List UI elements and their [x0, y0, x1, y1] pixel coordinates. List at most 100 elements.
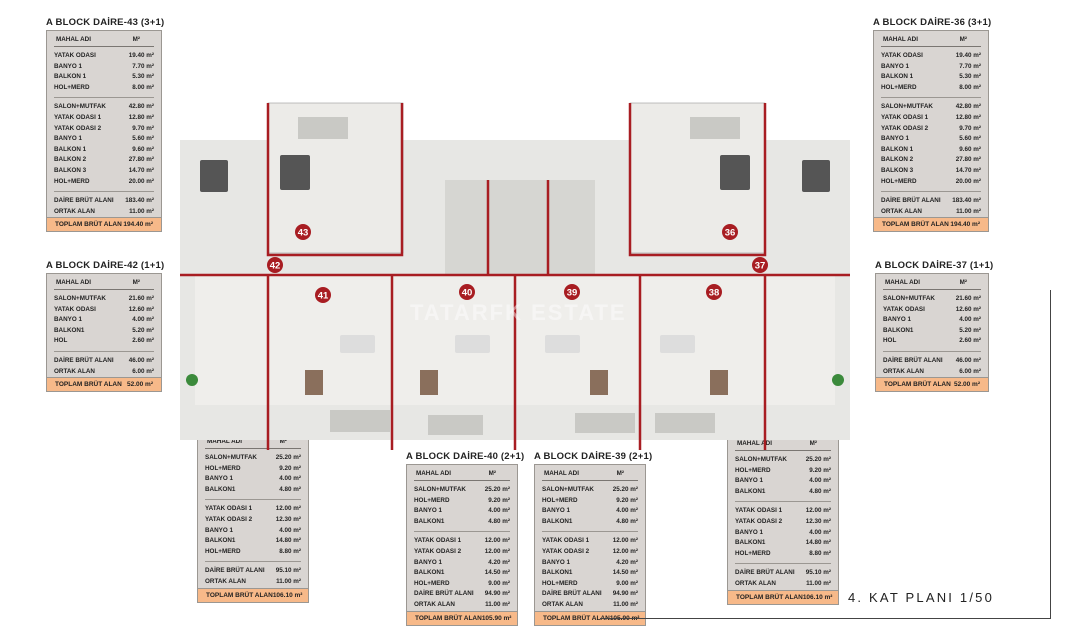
room-area: 25.20 m²	[612, 486, 638, 493]
block-title: A BLOCK DAİRE-40 (2+1)	[406, 451, 525, 462]
room-area: 9.70 m²	[132, 124, 154, 132]
room-area: 11.00 m²	[485, 600, 510, 608]
bed-right	[720, 155, 750, 190]
group-divider	[54, 187, 154, 193]
room-name: SALON+MUTFAK	[54, 103, 106, 111]
room-name: SALON+MUTFAK	[414, 486, 466, 493]
header-label: MAHAL ADI	[737, 440, 772, 447]
room-area: 21.60 m²	[955, 295, 981, 302]
room-name: BALKON1	[542, 517, 573, 525]
block-title: A BLOCK DAİRE-42 (1+1)	[46, 260, 165, 271]
room-name: HOL+MERD	[54, 177, 90, 185]
room-area: 9.60 m²	[132, 145, 154, 153]
room-area: 46.00 m²	[128, 356, 154, 364]
total-value: 106.10 m²	[272, 591, 303, 599]
header-unit: M²	[279, 438, 287, 445]
room-name: BALKON 1	[881, 73, 914, 81]
room-area: 12.00 m²	[275, 505, 301, 513]
balcony-bottom-2	[428, 415, 483, 435]
room-area: 9.70 m²	[959, 124, 981, 132]
room-area: 4.00 m²	[616, 507, 638, 515]
room-area: 183.40 m²	[952, 197, 981, 205]
room-area: 4.80 m²	[809, 487, 831, 495]
room-name: HOL+MERD	[735, 549, 771, 557]
room-area: 14.70 m²	[955, 166, 981, 174]
room-area: 4.80 m²	[488, 517, 510, 525]
bed-left	[280, 155, 310, 190]
header-unit: M²	[488, 470, 496, 477]
header-label: MAHAL ADI	[544, 470, 579, 477]
room-area: 14.50 m²	[484, 569, 510, 577]
room-area: 4.00 m²	[488, 507, 510, 515]
room-area: 9.20 m²	[616, 496, 638, 504]
room-name: BALKON1	[414, 517, 445, 525]
total-value: 105.90 m²	[481, 614, 512, 622]
room-area: 11.00 m²	[276, 577, 301, 585]
room-name: YATAK ODASI 2	[205, 515, 253, 523]
header-label: MAHAL ADI	[883, 36, 918, 43]
room-area: 6.00 m²	[132, 367, 154, 375]
total-label: TOPLAM BRÜT ALAN	[884, 381, 951, 389]
room-area: 9.20 m²	[488, 496, 510, 504]
room-area: 4.80 m²	[616, 517, 638, 525]
room-name: BALKON1	[883, 326, 914, 334]
sofa-3	[545, 335, 580, 353]
group-divider	[414, 527, 510, 533]
room-area: 12.30 m²	[805, 517, 831, 525]
table-row: BALKON1 4.80 m²	[414, 517, 510, 528]
room-area: 5.60 m²	[959, 135, 981, 143]
room-name: HOL+MERD	[881, 83, 917, 91]
room-area: 11.00 m²	[129, 207, 154, 215]
room-area: 46.00 m²	[955, 356, 981, 364]
unit-badge-label: 40	[462, 288, 473, 299]
unit-badge-43	[295, 224, 311, 240]
room-name: HOL+MERD	[542, 496, 578, 504]
room-name: HOL+MERD	[881, 177, 917, 185]
room-area: 20.00 m²	[955, 177, 981, 185]
room-name: BANYO 1	[414, 507, 442, 515]
room-area: 8.00 m²	[132, 83, 154, 91]
room-area: 11.00 m²	[956, 207, 981, 215]
room-name: HOL	[883, 337, 897, 345]
room-area: 7.70 m²	[132, 62, 154, 70]
total-value: 194.40 m²	[123, 221, 153, 229]
room-area: 4.00 m²	[132, 316, 154, 324]
room-area: 5.30 m²	[132, 73, 154, 81]
unit-badge-37	[752, 257, 768, 273]
room-name: DAİRE BRÜT ALANI	[881, 197, 941, 205]
sofa-2	[455, 335, 490, 353]
table-row: SALON+MUTFAK 25.20 m²	[542, 485, 638, 496]
room-area: 25.20 m²	[484, 486, 510, 493]
room-name: SALON+MUTFAK	[542, 486, 594, 493]
